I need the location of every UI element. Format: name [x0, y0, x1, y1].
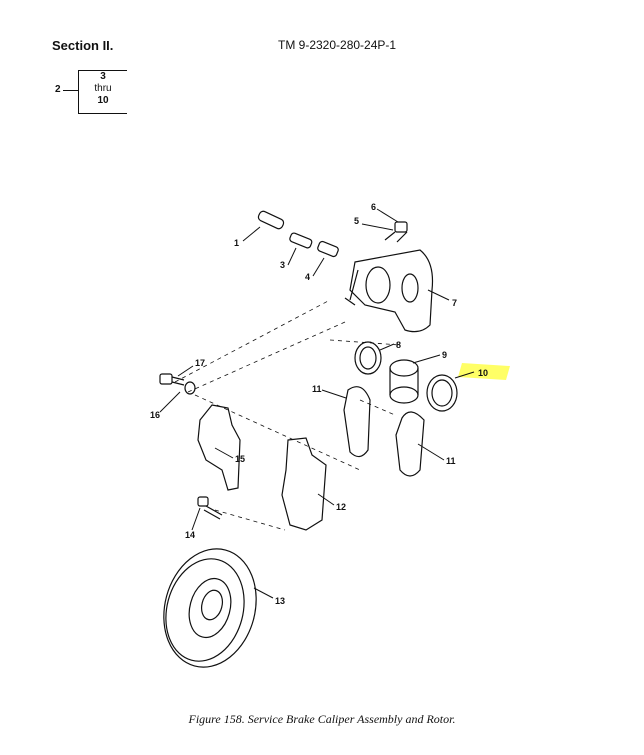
callout-7: 7 — [452, 298, 457, 308]
callout-11-inner: 11 — [312, 384, 322, 394]
alignment-lines — [174, 299, 401, 531]
tm-number: TM 9-2320-280-24P-1 — [278, 38, 397, 52]
part-seal-10 — [426, 374, 458, 412]
leader-lines — [159, 208, 475, 599]
part-caliper-housing-7 — [344, 249, 434, 333]
part-support-bracket-12 — [281, 437, 327, 531]
part-bleeder-5-6 — [384, 221, 408, 243]
callout-10: 10 — [478, 368, 488, 378]
callout-14: 14 — [185, 530, 195, 540]
part-rotor-13 — [163, 548, 257, 668]
callout-1: 1 — [234, 238, 239, 248]
part-anchor-plate-15 — [197, 404, 241, 491]
exploded-parts-diagram: 1 3 4 5 6 7 8 9 10 11 11 12 13 14 15 16 … — [150, 202, 510, 668]
part-sleeve-4 — [317, 240, 339, 258]
callout-5: 5 — [354, 216, 359, 226]
reference-to-bottom: 10 — [97, 95, 109, 106]
callout-12: 12 — [336, 502, 346, 512]
part-bushing-3 — [289, 232, 313, 249]
callout-13: 13 — [275, 596, 285, 606]
part-screw-17 — [159, 373, 185, 386]
callout-17: 17 — [195, 358, 205, 368]
part-boot-8 — [354, 341, 382, 375]
callout-3: 3 — [280, 260, 285, 270]
part-piston-9 — [389, 359, 419, 404]
reference-from-index: 2 — [55, 84, 61, 95]
callout-11-outer: 11 — [446, 456, 456, 466]
callout-15: 15 — [235, 454, 245, 464]
callout-8: 8 — [396, 340, 401, 350]
reference-to-top: 3 — [100, 71, 106, 82]
reference-bracket: 3 thru 10 — [78, 70, 127, 114]
part-brake-pad-11-outer — [395, 411, 425, 477]
reference-to-mid: thru — [94, 83, 112, 94]
part-bolt-14 — [197, 496, 223, 520]
part-brake-pad-11-inner — [343, 386, 371, 458]
callout-4: 4 — [305, 272, 310, 282]
section-title: Section II. — [52, 38, 114, 53]
callout-6: 6 — [371, 202, 376, 212]
callout-9: 9 — [442, 350, 447, 360]
reference-connector-line — [63, 90, 78, 91]
part-washer-16 — [184, 381, 196, 395]
part-pin-1 — [257, 210, 285, 230]
callout-10-highlight — [458, 363, 510, 380]
figure-caption: Figure 158. Service Brake Caliper Assemb… — [188, 712, 456, 726]
callout-16: 16 — [150, 410, 160, 420]
